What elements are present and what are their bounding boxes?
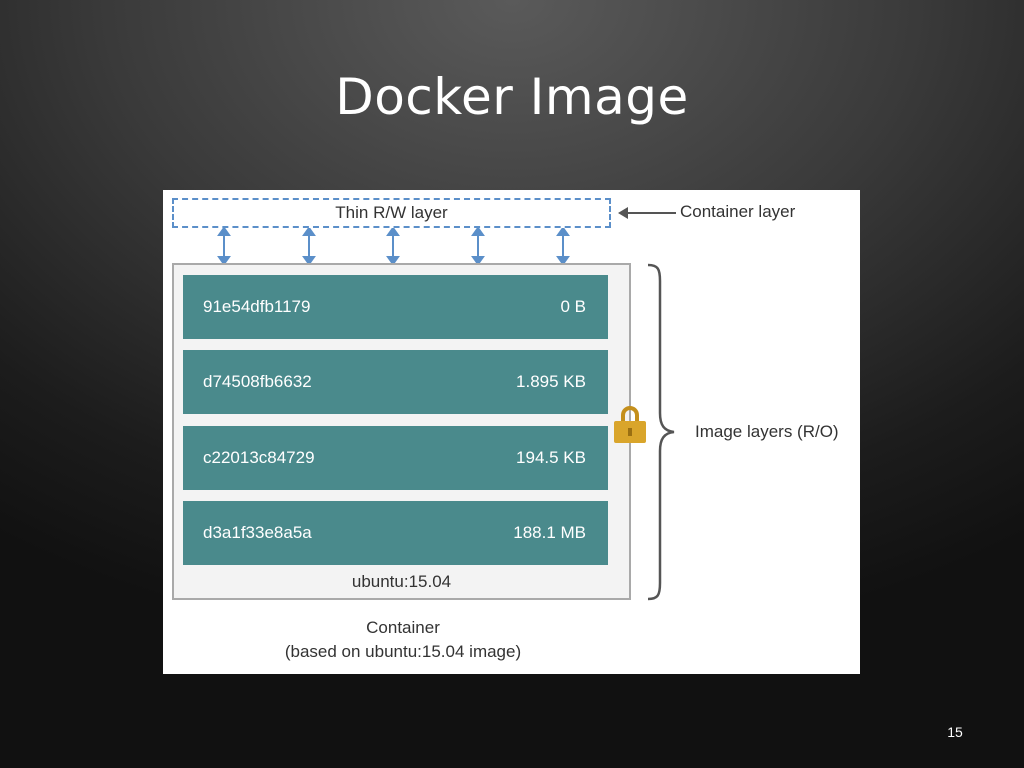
- docker-layer-diagram: Thin R/W layer Container layer: [163, 190, 860, 674]
- double-arrow-icon: [386, 228, 400, 264]
- read-write-arrows: [217, 228, 570, 264]
- layer-size: 1.895 KB: [516, 372, 586, 391]
- double-arrow-icon: [302, 228, 316, 264]
- container-box: 91e54dfb1179 0 B d74508fb6632 1.895 KB c…: [172, 263, 631, 600]
- image-layer: d74508fb6632 1.895 KB: [183, 350, 608, 414]
- lock-icon: [614, 406, 646, 443]
- thin-rw-layer-label: Thin R/W layer: [335, 203, 448, 222]
- right-brace: [647, 263, 675, 601]
- layer-id: c22013c84729: [203, 448, 315, 467]
- image-layer: d3a1f33e8a5a 188.1 MB: [183, 501, 608, 565]
- image-layer: 91e54dfb1179 0 B: [183, 275, 608, 339]
- layer-size: 194.5 KB: [516, 448, 586, 467]
- layer-id: d3a1f33e8a5a: [203, 523, 312, 542]
- slide-title: Docker Image: [335, 68, 689, 126]
- image-layer: c22013c84729 194.5 KB: [183, 426, 608, 490]
- double-arrow-icon: [471, 228, 485, 264]
- double-arrow-icon: [556, 228, 570, 264]
- double-arrow-icon: [217, 228, 231, 264]
- caption-line-1: Container: [366, 618, 440, 637]
- caption-line-2: (based on ubuntu:15.04 image): [284, 642, 522, 661]
- container-layer-label: Container layer: [680, 202, 796, 221]
- layer-size: 188.1 MB: [513, 523, 586, 542]
- thin-rw-layer: Thin R/W layer: [172, 198, 611, 228]
- left-arrow-icon: [618, 207, 676, 219]
- layer-size: 0 B: [560, 297, 586, 316]
- page-number: 15: [947, 724, 963, 740]
- container-caption: Container (based on ubuntu:15.04 image): [223, 616, 583, 664]
- layer-id: 91e54dfb1179: [203, 297, 311, 316]
- image-layers-label: Image layers (R/O): [695, 422, 839, 441]
- layer-id: d74508fb6632: [203, 372, 312, 391]
- base-image-label: ubuntu:15.04: [351, 572, 452, 591]
